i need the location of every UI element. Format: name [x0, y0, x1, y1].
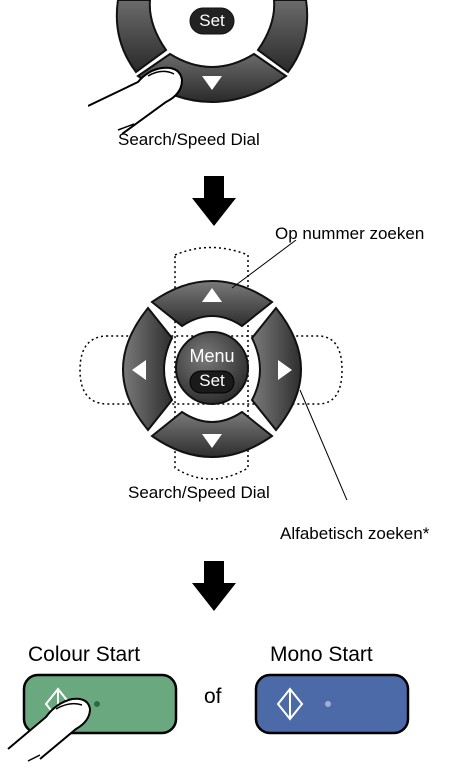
- triangle-down-icon: [202, 76, 222, 90]
- top-dpad-left-key[interactable]: [115, 0, 168, 74]
- hand-pointer-icon: [7, 697, 92, 762]
- top-dpad-right-key[interactable]: [256, 0, 309, 74]
- menu-label: Menu: [189, 346, 235, 366]
- leader-up: [231, 240, 297, 289]
- down-arrow-icon: [192, 561, 236, 611]
- down-arrow-icon: [192, 176, 236, 226]
- start-buttons: [7, 673, 410, 762]
- callout-right-label: Alfabetisch zoeken*: [280, 524, 430, 543]
- mono-start-button[interactable]: [254, 673, 410, 735]
- leader-right: [299, 389, 348, 500]
- top-set-label: Set: [199, 11, 225, 30]
- callout-up-label: Op nummer zoeken: [275, 224, 425, 243]
- triangle-left-icon: [132, 360, 146, 380]
- top-pad-caption: Search/Speed Dial: [118, 130, 260, 149]
- top-set-button[interactable]: [189, 7, 235, 35]
- dpad-right-key[interactable]: [250, 306, 302, 432]
- colour-start-label: Colour Start: [28, 643, 141, 666]
- triangle-down-icon: [202, 434, 222, 448]
- main-set-label: Set: [199, 371, 225, 390]
- dpad-left-key[interactable]: [122, 306, 174, 432]
- separator-of: of: [204, 685, 222, 708]
- diamond-start-icon: [276, 687, 304, 721]
- main-dpad: [79, 240, 348, 500]
- mono-start-label: Mono Start: [270, 643, 373, 666]
- dotted-guide-horizontal: [79, 335, 343, 405]
- dotted-guide-vertical: [174, 246, 249, 480]
- triangle-up-icon: [202, 288, 222, 302]
- triangle-right-icon: [278, 360, 292, 380]
- hand-pointer-icon: [88, 66, 184, 135]
- dpad-up-key[interactable]: [150, 280, 274, 328]
- main-pad-caption: Search/Speed Dial: [128, 483, 270, 502]
